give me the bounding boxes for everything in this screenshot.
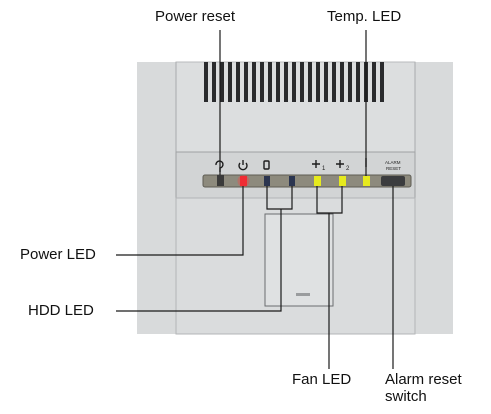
alarm-reset-label-line1: Alarm reset — [385, 371, 462, 388]
leader-power-led — [116, 186, 244, 256]
drive-tray-notch — [296, 293, 310, 296]
power-icon — [238, 160, 248, 171]
hdd-bracket — [266, 186, 293, 210]
fan-icon-2 — [336, 160, 344, 168]
temp-led — [363, 176, 370, 186]
temp-led-label: Temp. LED — [327, 8, 402, 25]
alarm-label-line2: RESET — [386, 166, 401, 171]
panel-icons — [215, 158, 367, 172]
power-reset-button[interactable] — [217, 175, 224, 186]
fan-1-index: 1 — [322, 166, 326, 172]
alarm-reset-label: Alarm reset switch — [385, 371, 462, 406]
indicator-bar — [202, 174, 412, 188]
fan-led-2 — [339, 176, 346, 186]
hdd-led-2 — [289, 176, 295, 186]
power-led-glow — [237, 175, 250, 187]
drive-tray — [264, 213, 334, 307]
fan-2-index: 2 — [346, 166, 350, 172]
hdd-icon — [263, 160, 270, 170]
vent-grille — [204, 62, 384, 102]
leader-lines — [116, 30, 394, 369]
power-reset-label: Power reset — [155, 8, 236, 25]
alarm-label-line1: ALARM — [385, 160, 401, 165]
fan-icon-1 — [312, 160, 320, 168]
alarm-reset-label-line2: switch — [385, 388, 427, 406]
power-led-label: Power LED — [20, 246, 96, 263]
fan-led-1 — [314, 176, 321, 186]
fan-led-label: Fan LED — [292, 371, 352, 388]
hdd-led-1 — [264, 176, 270, 186]
alarm-reset-switch[interactable] — [381, 176, 405, 186]
hdd-led-label: HDD LED — [28, 302, 94, 319]
leader-hdd-led — [116, 209, 282, 312]
power-led — [240, 176, 247, 186]
